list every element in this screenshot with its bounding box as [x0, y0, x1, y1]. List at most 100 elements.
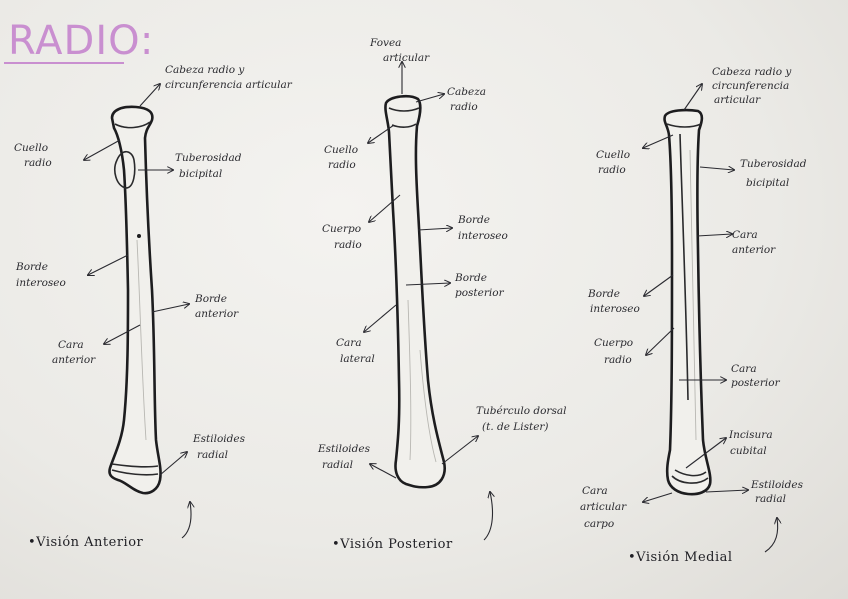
svg-text:Cuerpo: Cuerpo [322, 223, 361, 235]
label-cuello-posterior: Cuello [324, 144, 358, 156]
svg-text:Incisura: Incisura [728, 429, 773, 441]
label-borde-interoseo-anterior: Borde [15, 261, 48, 273]
label-cuello2-posterior: radio [328, 159, 356, 171]
label-cuello-medial: Cuello [596, 149, 630, 161]
label-cara-anterior-medial: Cara [732, 229, 758, 241]
svg-text:radio: radio [450, 101, 478, 113]
label-borde-posterior2: posterior [455, 287, 505, 299]
nutrient-foramen [137, 234, 141, 238]
svg-text:Fovea: Fovea [369, 37, 401, 49]
label-estiloides2-anterior: radial [197, 449, 228, 461]
svg-text:bicipital: bicipital [746, 177, 789, 189]
label-cuello2-medial: radio [598, 164, 626, 176]
label-cuerpo-medial: Cuerpo [594, 337, 633, 349]
label-borde-interoseo-medial: Borde [587, 288, 620, 300]
svg-text:posterior: posterior [455, 287, 505, 299]
label-borde-interoseo2-posterior: interoseo [458, 230, 508, 242]
label-tuberculo-lister: (t. de Lister) [482, 421, 549, 433]
svg-text:cubital: cubital [730, 445, 767, 457]
label-cabeza3-medial: articular [714, 94, 761, 106]
svg-text:radial: radial [755, 493, 786, 505]
label-borde-anterior: Borde [194, 293, 227, 305]
anterior-rotate-arrow [182, 502, 191, 538]
svg-text:anterior: anterior [195, 308, 239, 320]
label-cara-posterior-medial: Cara [731, 363, 757, 375]
svg-text:Estiloides: Estiloides [317, 443, 371, 455]
label-cabeza-anterior: Cabeza radio y [165, 64, 245, 76]
label-cabeza-posterior: Cabeza [447, 86, 486, 98]
label-cara-anterior: Cara [58, 339, 84, 351]
svg-text:Cabeza radio y: Cabeza radio y [712, 66, 792, 78]
svg-text:Cuello: Cuello [14, 142, 48, 154]
svg-text:Cara: Cara [336, 337, 362, 349]
label-cabeza2-medial: circunferencia [712, 80, 789, 92]
label-tuberosidad-medial: Tuberosidad [740, 158, 807, 170]
svg-text:bicipital: bicipital [179, 168, 222, 180]
label-estiloides-anterior: Estiloides [192, 433, 246, 445]
label-borde-interoseo2-anterior: interoseo [16, 277, 66, 289]
svg-text:anterior: anterior [732, 244, 776, 256]
label-cara-posterior2-medial: posterior [731, 377, 781, 389]
label-fovea-posterior: Fovea [369, 37, 401, 49]
label-carpo2-medial: articular [580, 501, 627, 513]
page-title: RADIO: [8, 18, 154, 64]
label-carpo-medial: Cara [582, 485, 608, 497]
svg-text:anterior: anterior [52, 354, 96, 366]
svg-text:Cara: Cara [582, 485, 608, 497]
label-tuberosidad2-medial: bicipital [746, 177, 789, 189]
label-cuerpo2-medial: radio [604, 354, 632, 366]
svg-text:radial: radial [322, 459, 353, 471]
svg-text:Cabeza radio y: Cabeza radio y [165, 64, 245, 76]
caption-vision-medial: •Visión Medial [628, 550, 733, 565]
svg-text:Borde: Borde [15, 261, 48, 273]
svg-text:interoseo: interoseo [458, 230, 508, 242]
svg-text:(t. de Lister): (t. de Lister) [482, 421, 549, 433]
svg-text:Tuberosidad: Tuberosidad [740, 158, 807, 170]
label-borde-anterior2: anterior [195, 308, 239, 320]
svg-text:Borde: Borde [587, 288, 620, 300]
label-cabeza2-posterior: radio [450, 101, 478, 113]
svg-text:Tuberosidad: Tuberosidad [175, 152, 242, 164]
svg-text:articular: articular [580, 501, 627, 513]
label-borde-interoseo-posterior: Borde [457, 214, 490, 226]
svg-text:Cuello: Cuello [596, 149, 630, 161]
svg-text:Borde: Borde [457, 214, 490, 226]
anterior-view: Cabeza radio y circunferencia articular … [14, 64, 293, 550]
svg-text:Tubérculo dorsal: Tubérculo dorsal [476, 405, 566, 417]
label-cuerpo2-posterior: radio [334, 239, 362, 251]
label-estiloides-posterior: Estiloides [317, 443, 371, 455]
label-cara-anterior2-medial: anterior [732, 244, 776, 256]
svg-text:carpo: carpo [584, 518, 614, 530]
label-cara-lateral: Cara [336, 337, 362, 349]
label-incisura-medial: Incisura [728, 429, 773, 441]
label-borde-interoseo2-medial: interoseo [590, 303, 640, 315]
svg-text:radio: radio [598, 164, 626, 176]
label-tuberculo-dorsal: Tubérculo dorsal [476, 405, 566, 417]
svg-text:posterior: posterior [731, 377, 781, 389]
label-carpo3-medial: carpo [584, 518, 614, 530]
svg-text:Cara: Cara [58, 339, 84, 351]
svg-text:Estiloides: Estiloides [750, 479, 804, 491]
svg-text:Cuello: Cuello [324, 144, 358, 156]
label-incisura2-medial: cubital [730, 445, 767, 457]
svg-text:Cara: Cara [732, 229, 758, 241]
posterior-radius-bone [385, 96, 444, 487]
svg-text:radio: radio [24, 157, 52, 169]
svg-text:radial: radial [197, 449, 228, 461]
svg-text:Borde: Borde [194, 293, 227, 305]
label-tuberosidad2-anterior: bicipital [179, 168, 222, 180]
label-estiloides-medial: Estiloides [750, 479, 804, 491]
medial-view: Cabeza radio y circunferencia articular … [580, 66, 807, 565]
label-estiloides2-medial: radial [755, 493, 786, 505]
svg-text:radio: radio [328, 159, 356, 171]
svg-text:circunferencia articular: circunferencia articular [165, 79, 293, 91]
caption-vision-anterior: •Visión Anterior [28, 535, 144, 550]
posterior-view: Fovea articular Cabeza radio Cuello radi… [317, 37, 566, 552]
label-fovea2-posterior: articular [383, 52, 430, 64]
svg-text:interoseo: interoseo [16, 277, 66, 289]
svg-text:Borde: Borde [454, 272, 487, 284]
label-cabeza-medial: Cabeza radio y [712, 66, 792, 78]
label-cuello-anterior: Cuello [14, 142, 48, 154]
